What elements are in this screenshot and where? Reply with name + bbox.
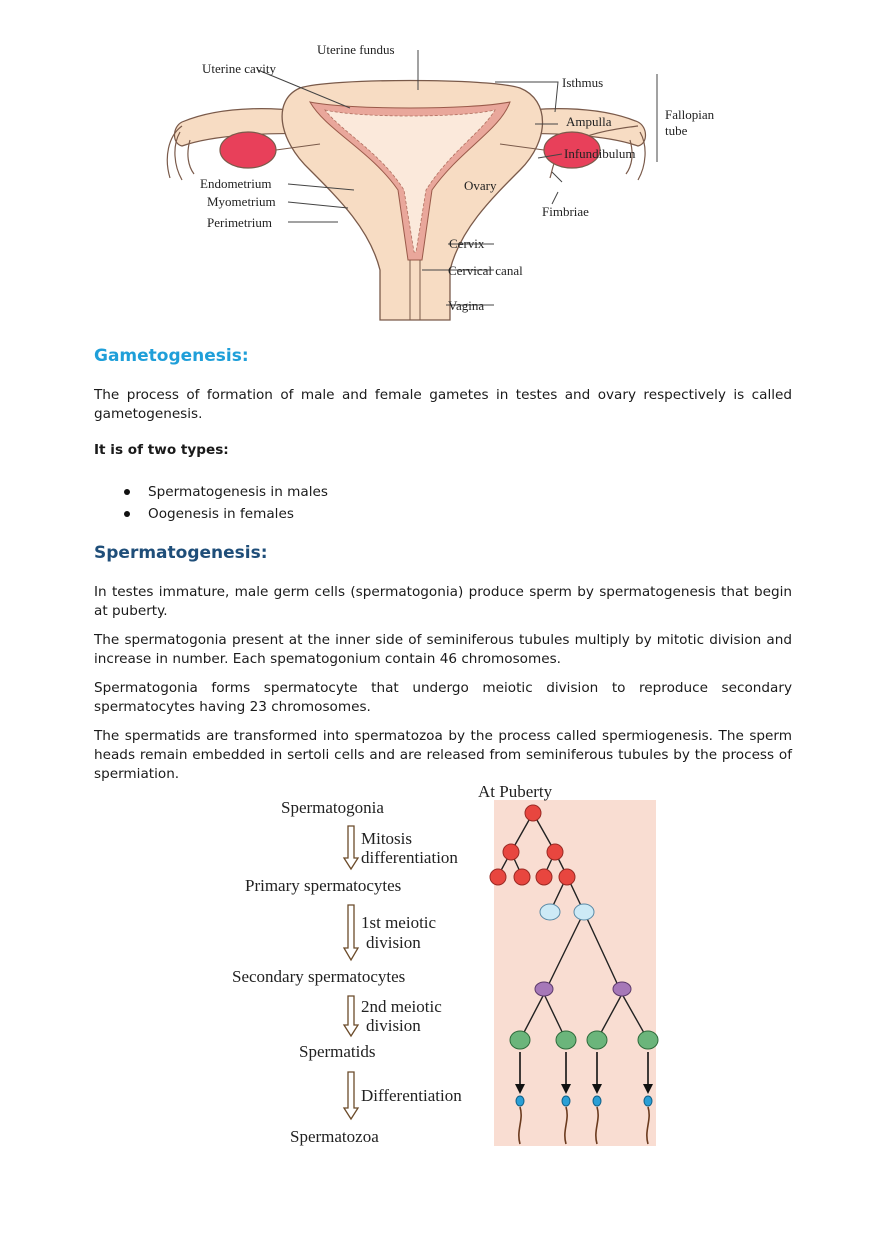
spermatogenesis-paragraph-1: In testes immature, male germ cells (spe… [94, 584, 792, 619]
spermatogenesis-paragraph-4: The spermatids are transformed into sper… [94, 728, 792, 782]
label-at-puberty: At Puberty [478, 782, 553, 801]
label-infundibulum: Infundibulum [564, 146, 636, 161]
label-cervix: Cervix [449, 236, 485, 251]
process-first-meiotic: 1st meiotic [361, 913, 437, 932]
label-myometrium: Myometrium [207, 194, 276, 209]
stage-spermatids: Spermatids [299, 1042, 376, 1061]
label-cervical-canal: Cervical canal [448, 263, 523, 278]
process-second-meiotic: 2nd meiotic [361, 997, 442, 1016]
label-ovary: Ovary [464, 178, 497, 193]
spermatogenesis-text: In testes immature, male germ cells (spe… [94, 583, 792, 784]
label-uterine-cavity: Uterine cavity [202, 61, 276, 76]
gametogenesis-types-list: Spermatogenesis in males Oogenesis in fe… [120, 481, 328, 525]
label-endometrium: Endometrium [200, 176, 272, 191]
label-uterine-fundus: Uterine fundus [317, 42, 395, 57]
process-division-2: division [366, 1016, 421, 1035]
label-tube: tube [665, 123, 688, 138]
spermatogenesis-paragraph-2: The spermatogonia present at the inner s… [94, 632, 792, 667]
process-mitosis: Mitosis [361, 829, 412, 848]
female-reproductive-system-diagram: Uterine fundus Uterine cavity Isthmus Am… [160, 40, 730, 322]
spermatogenesis-diagram: At Puberty Spermatogonia Primary spermat… [228, 778, 668, 1158]
gametogenesis-definition-block: The process of formation of male and fem… [94, 386, 792, 424]
stage-primary-spermatocytes: Primary spermatocytes [245, 876, 401, 895]
stage-spermatozoa: Spermatozoa [290, 1127, 379, 1146]
spermatogenesis-paragraph-3: Spermatogonia forms spermatocyte that un… [94, 680, 792, 715]
uterus-illustration: Uterine fundus Uterine cavity Isthmus Am… [166, 42, 715, 321]
stage-secondary-spermatocytes: Secondary spermatocytes [232, 967, 405, 986]
list-item: Oogenesis in females [120, 503, 328, 525]
label-ampulla: Ampulla [566, 114, 612, 129]
label-fallopian: Fallopian [665, 107, 715, 122]
label-isthmus: Isthmus [562, 75, 603, 90]
process-differentiation-2: Differentiation [361, 1086, 462, 1105]
label-perimetrium: Perimetrium [207, 215, 272, 230]
spermatogenesis-illustration: At Puberty Spermatogonia Primary spermat… [232, 782, 659, 1146]
process-division-1: division [366, 933, 421, 952]
label-fimbriae: Fimbriae [542, 204, 589, 219]
label-vagina: Vagina [448, 298, 484, 313]
list-item: Spermatogenesis in males [120, 481, 328, 503]
gametogenesis-definition: The process of formation of male and fem… [94, 387, 792, 422]
process-differentiation-1: differentiation [361, 848, 458, 867]
stage-spermatogonia: Spermatogonia [281, 798, 384, 817]
spermatogenesis-heading: Spermatogenesis: [94, 543, 268, 563]
types-intro: It is of two types: [94, 442, 229, 458]
gametogenesis-heading: Gametogenesis: [94, 346, 249, 366]
